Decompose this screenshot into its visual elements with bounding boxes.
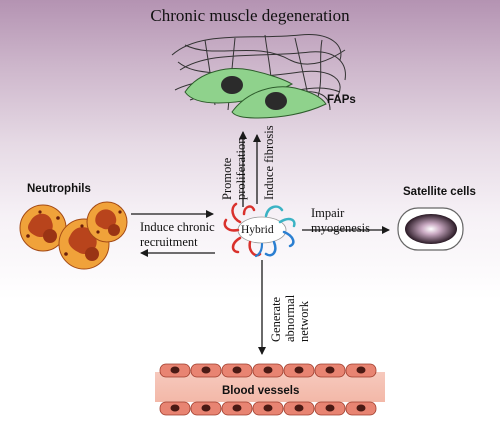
blood-vessel xyxy=(155,363,385,416)
vessel-top-nuclei xyxy=(170,366,366,374)
blood-vessels-label: Blood vessels xyxy=(222,385,300,397)
edge-label-promote: Promote xyxy=(220,157,234,200)
faps-label: FAPs xyxy=(327,94,356,106)
edge-label-network: network xyxy=(297,301,311,342)
neutrophil-cell xyxy=(19,204,67,252)
edge-label-abnormal: abnormal xyxy=(283,294,297,342)
fap-nucleus-2 xyxy=(265,92,287,110)
satellite-cells-label: Satellite cells xyxy=(403,186,476,198)
neutrophil-cell xyxy=(86,201,128,243)
neutrophils-label: Neutrophils xyxy=(27,183,91,195)
vessel-bottom-nuclei xyxy=(170,404,366,412)
diagram-title: Chronic muscle degeneration xyxy=(150,6,350,25)
hybrid-cell xyxy=(223,202,296,258)
neutrophil-cluster xyxy=(19,201,128,270)
edge-label-myogenesis: myogenesis xyxy=(311,221,371,235)
edge-label-impair: Impair xyxy=(311,206,345,220)
fap-cell-2 xyxy=(231,86,327,119)
vessel-top-wall xyxy=(159,363,377,378)
edge-label-recruitment: recruitment xyxy=(140,235,198,249)
edge-label-proliferation: proliferation xyxy=(234,137,248,200)
arrows xyxy=(131,131,390,355)
fap-nucleus-1 xyxy=(221,76,243,94)
edge-label-induce-chronic: Induce chronic xyxy=(140,220,215,234)
edge-label-generate: Generate xyxy=(269,296,283,342)
edge-label-induce-fibrosis: Induce fibrosis xyxy=(262,125,276,200)
satellite-cell xyxy=(397,207,464,251)
hybrid-label: Hybrid xyxy=(241,224,274,236)
